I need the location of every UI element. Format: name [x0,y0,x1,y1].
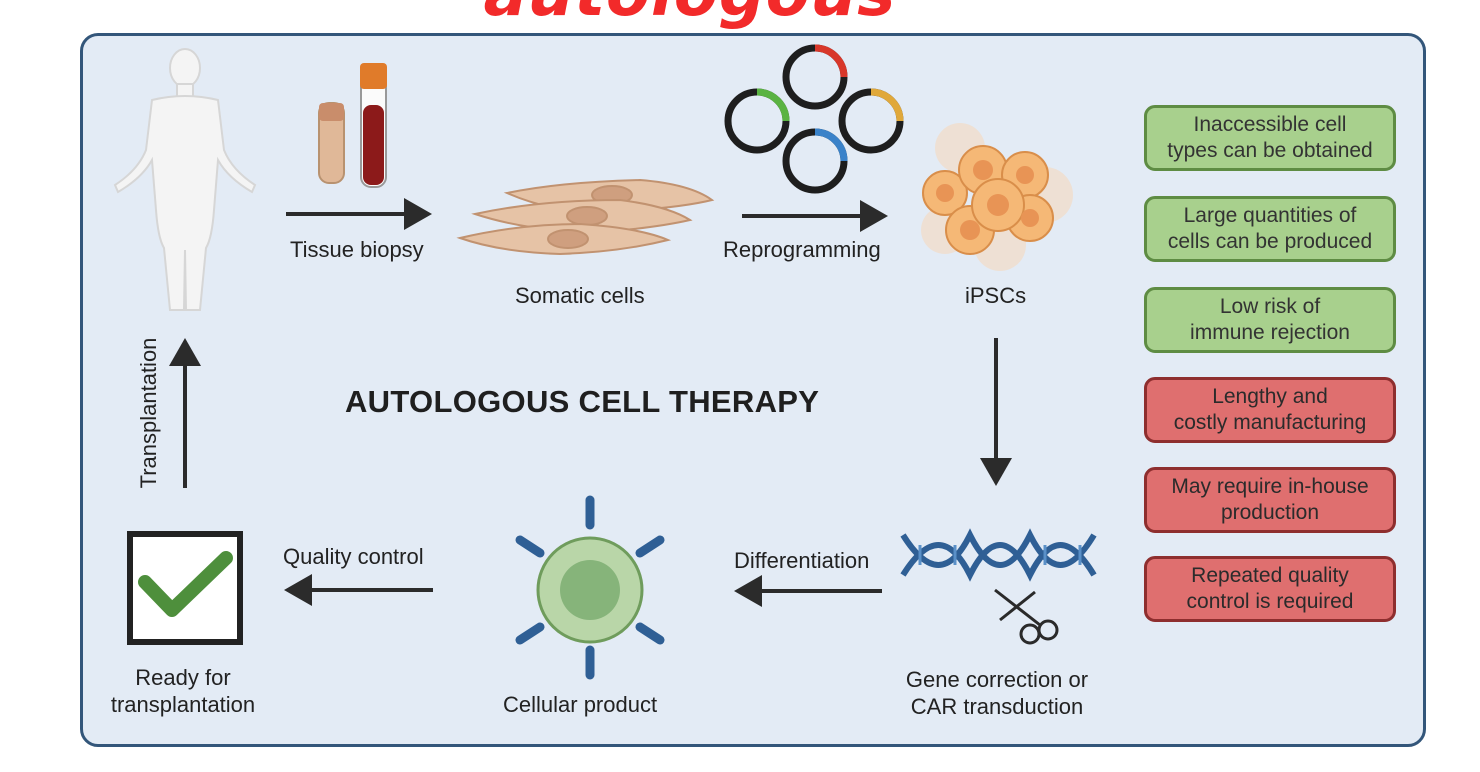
advantage-1-line1: Inaccessible cell [1193,113,1347,136]
label-quality-control: Quality control [283,544,424,569]
advantage-box-1: Inaccessible cell types can be obtained [1144,105,1396,171]
plasmid-icon [724,44,904,194]
human-body-icon [113,48,257,311]
advantage-box-2: Large quantities of cells can be produced [1144,196,1396,262]
advantage-box-3: Low risk of immune rejection [1144,287,1396,353]
disadvantage-3-line2: control is required [1186,590,1354,613]
ipsc-cluster-icon [921,123,1073,271]
partial-title: autologous [0,0,1380,26]
disadvantage-2-line1: May require in-house [1171,475,1369,498]
blood-tube-icon [318,63,387,188]
somatic-cells-icon [456,178,715,256]
advantage-1-line2: types can be obtained [1167,139,1373,162]
advantage-3-line1: Low risk of [1219,295,1321,318]
label-tissue-biopsy: Tissue biopsy [290,237,424,262]
label-ready-line2: transplantation [110,692,256,717]
disadvantage-box-1: Lengthy and costly manufacturing [1144,377,1396,443]
disadvantage-1-line1: Lengthy and [1212,385,1328,408]
disadvantage-box-2: May require in-house production [1144,467,1396,533]
disadvantage-3-line1: Repeated quality [1191,564,1349,587]
advantage-2-line1: Large quantities of [1183,204,1357,227]
cellular-product-icon [515,495,665,680]
advantage-2-line2: cells can be produced [1167,230,1373,253]
label-ipscs: iPSCs [965,283,1027,308]
label-ready-for-transplantation: Ready for transplantation [102,664,264,718]
disadvantage-box-3: Repeated quality control is required [1144,556,1396,622]
label-ready-line1: Ready for [135,665,231,690]
label-reprogramming: Reprogramming [723,237,881,262]
label-gene-correction: Gene correction or CAR transduction [900,666,1094,720]
dna-icon [900,528,1097,582]
label-differentiation: Differentiation [734,548,870,573]
label-cellular-product: Cellular product [503,692,658,717]
label-gene-correction-line2: CAR transduction [910,694,1084,719]
checkmark-box-icon [127,531,243,645]
label-somatic-cells: Somatic cells [515,283,645,308]
scissors-icon [994,588,1059,645]
label-gene-correction-line1: Gene correction or [905,667,1089,692]
advantage-3-line2: immune rejection [1190,321,1350,344]
diagram-title: AUTOLOGOUS CELL THERAPY [345,384,820,419]
disadvantage-1-line2: costly manufacturing [1173,411,1367,434]
disadvantage-2-line2: production [1220,501,1320,524]
label-transplantation: Transplantation [136,337,161,489]
